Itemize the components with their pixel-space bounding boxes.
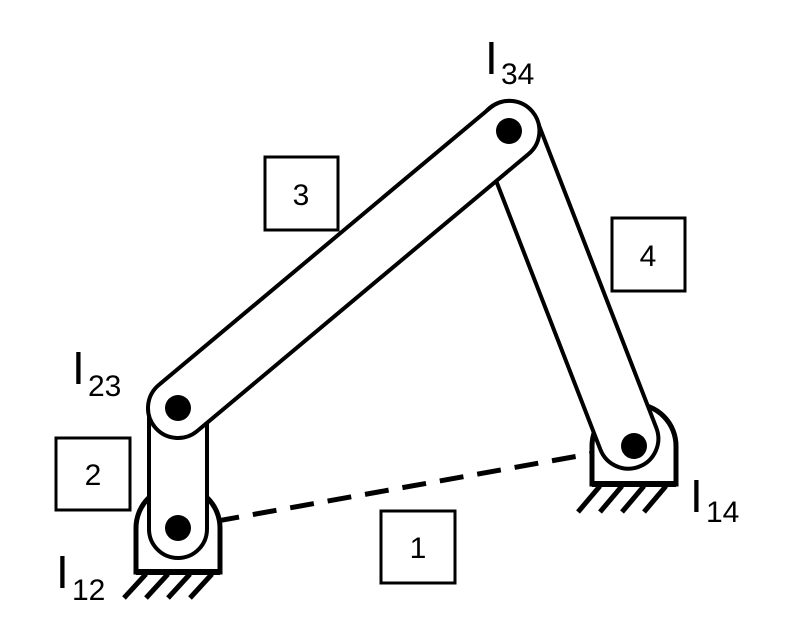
joint-label-34: I 34 [485,32,534,91]
joint-34-letter: I [485,32,498,84]
joint-label-12: I 12 [56,546,105,607]
joint-12-subscript: 12 [72,574,105,607]
pin-joint-14 [621,433,647,459]
link-1-label-box: 1 [379,509,457,585]
link-3-bar [146,98,542,440]
joint-12-letter: I [56,546,69,598]
pin-joint-23 [165,395,191,421]
pin-joint-12 [165,515,191,541]
joint-34-subscript: 34 [501,58,534,91]
joint-14-subscript: 14 [706,496,739,529]
link-2-label-box: 2 [54,436,132,512]
ground-link-dashed-line [177,443,635,531]
link-4-label-box: 4 [610,216,687,293]
joint-23-subscript: 23 [88,370,121,403]
pin-joint-34 [496,118,522,144]
joint-label-14: I 14 [690,470,739,529]
link-4-number: 4 [640,240,657,273]
link-3-label-box: 3 [263,155,340,232]
link-2-number: 2 [85,459,102,492]
joint-23-letter: I [72,342,85,394]
joint-14-letter: I [690,470,703,522]
joint-label-23: I 23 [72,342,121,403]
link-1-number: 1 [410,532,427,565]
link-3-number: 3 [293,179,310,212]
